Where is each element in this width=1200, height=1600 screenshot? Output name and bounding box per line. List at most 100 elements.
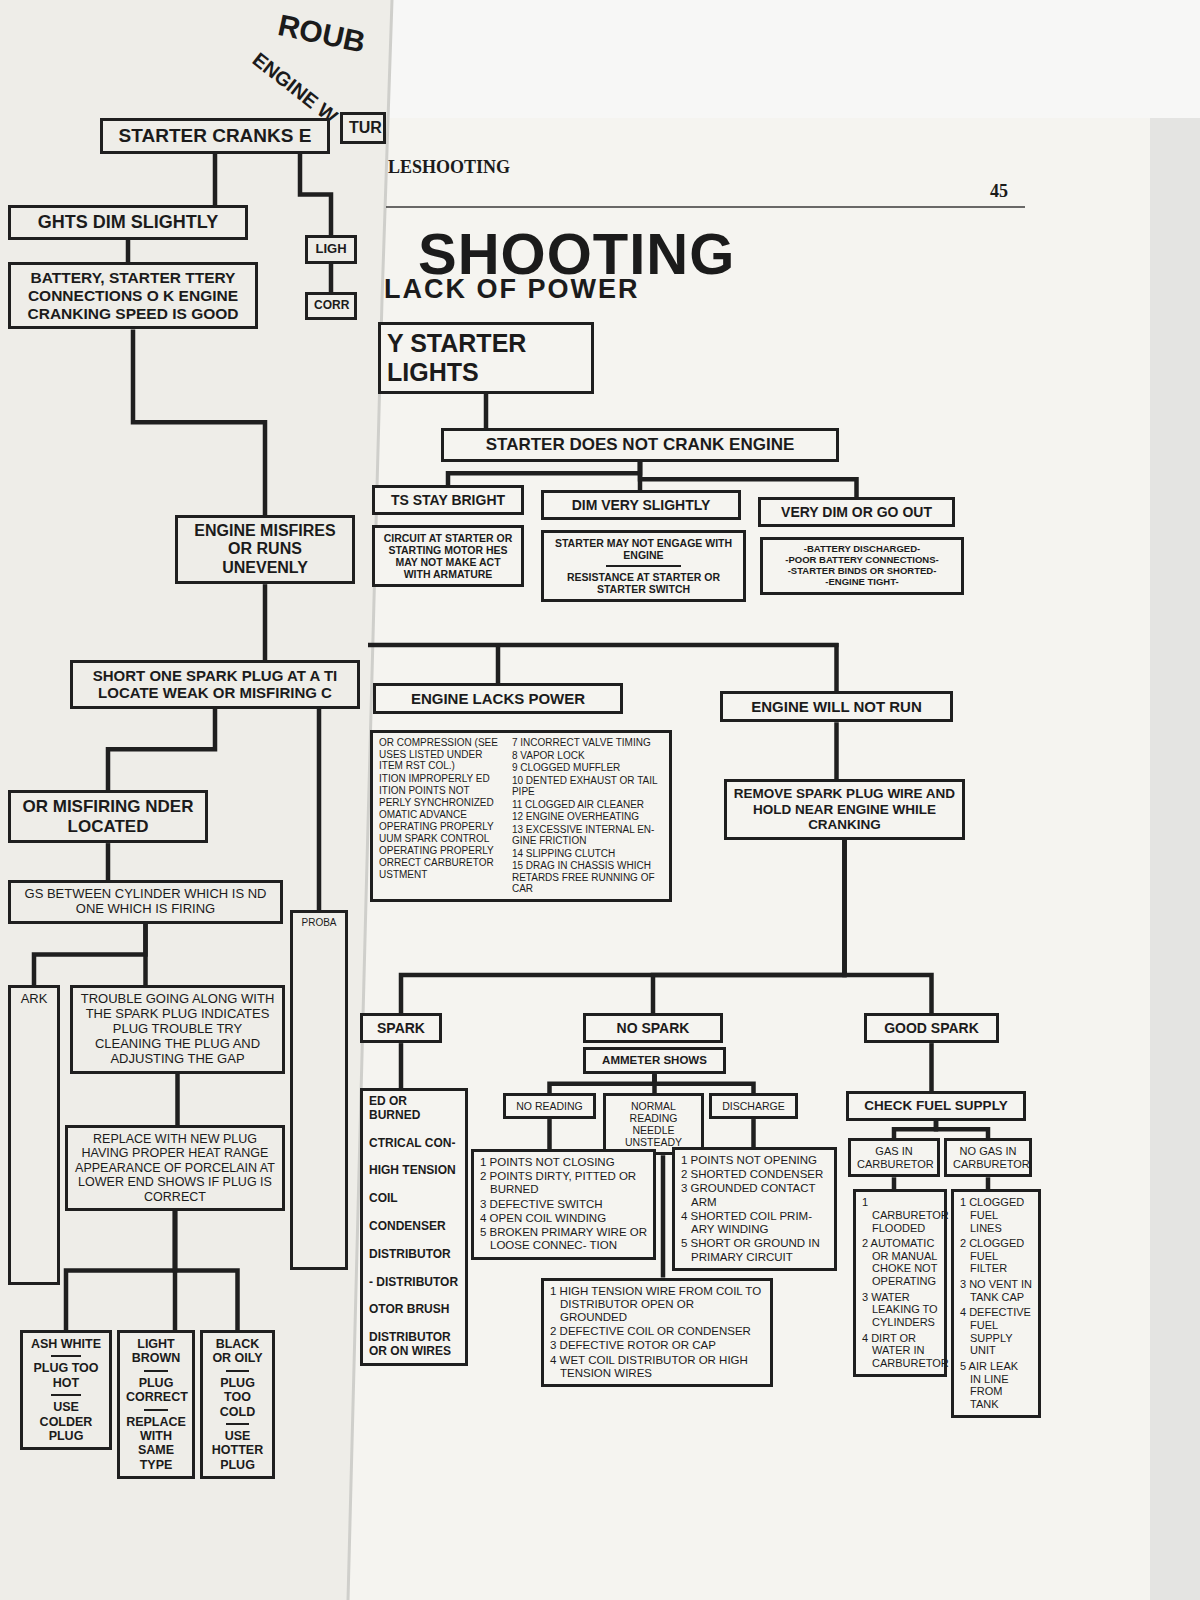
box-text: 12 ENGINE OVERHEATING [512, 811, 663, 823]
flow-connector [399, 1043, 404, 1088]
box-text: 5 BROKEN PRIMARY WIRE OR LOOSE CONNEC- T… [480, 1226, 647, 1252]
flow-connector [329, 264, 334, 292]
box-text: 13 EXCESSIVE INTERNAL EN- GINE FRICTION [512, 824, 663, 847]
trunk-line [496, 643, 501, 683]
box-text: NORMAL READING NEEDLE UNSTEADY [612, 1100, 695, 1148]
cause-list-box: 1 HIGH TENSION WIRE FROM COIL TO DISTRIB… [541, 1278, 773, 1388]
running-header: LESHOOTING [388, 157, 510, 178]
box-text: 5 SHORT OR GROUND IN PRIMARY CIRCUIT [681, 1237, 828, 1263]
step-box: OR MISFIRING NDER LOCATED [8, 790, 208, 843]
step-box: NO GAS IN CARBURETOR [944, 1138, 1032, 1177]
flow-connector [653, 840, 845, 1013]
box-text: 2 CLOGGED FUEL FILTER [960, 1237, 1032, 1275]
flow-connector [448, 462, 640, 485]
flow-connector [751, 1119, 756, 1147]
flow-connector [550, 1074, 655, 1093]
step-box: STARTER DOES NOT CRANK ENGINE [441, 428, 839, 462]
box-text: PROBA [299, 917, 339, 929]
box-text: SHORT ONE SPARK PLUG AT A TI LOCATE WEAK… [79, 667, 351, 702]
step-box: GHTS DIM SLIGHTLY [8, 205, 248, 240]
flow-connector [300, 154, 331, 235]
box-text: GS BETWEEN CYLINDER WHICH IS ND ONE WHIC… [17, 887, 274, 917]
box-text: NO READING [512, 1100, 587, 1112]
step-box: TUR [340, 112, 386, 144]
box-text: 1 HIGH TENSION WIRE FROM COIL TO DISTRIB… [550, 1285, 764, 1325]
box-text: DISTRIBUTOR [369, 1248, 459, 1262]
header-rule [386, 206, 1025, 208]
box-text: COIL [369, 1192, 459, 1206]
box-text: DIM VERY SLIGHTLY [550, 497, 732, 513]
box-text: CONDENSER [369, 1220, 459, 1234]
box-text: ITION IMPROPERLY ED [379, 773, 504, 785]
separator-rule [144, 1370, 168, 1372]
step-box: REMOVE SPARK PLUG WIRE AND HOLD NEAR ENG… [724, 779, 965, 840]
box-text: 11 CLOGGED AIR CLEANER [512, 799, 663, 811]
separator-rule [144, 1409, 168, 1411]
box-text: - DISTRIBUTOR [369, 1276, 459, 1290]
box-text: LIGH [314, 242, 348, 257]
flow-connector [655, 1074, 754, 1093]
box-text: PLUG TOO COLD [209, 1376, 266, 1419]
box-text: TUR [349, 119, 377, 137]
cause-list-box: 1 CARBURETOR FLOODED2 AUTOMATIC OR MANUA… [853, 1189, 947, 1376]
step-box: VERY DIM OR GO OUT [758, 497, 955, 527]
box-text: ED OR BURNED [369, 1095, 459, 1123]
flow-connector [834, 722, 839, 779]
box-text: -POOR BATTERY CONNECTIONS- [769, 555, 955, 566]
box-text: -ENGINE TIGHT- [769, 577, 955, 588]
separator-rule [51, 1355, 81, 1357]
box-text: GHTS DIM SLIGHTLY [17, 212, 239, 233]
flow-connector [34, 924, 146, 985]
step-box: CIRCUIT AT STARTER OR STARTING MOTOR HES… [372, 525, 524, 587]
box-text: 4 OPEN COIL WINDING [480, 1212, 647, 1225]
box-text: 1 CLOGGED FUEL LINES [960, 1196, 1032, 1234]
step-box: CORR [305, 292, 357, 320]
box-text: Y STARTER LIGHTS [387, 329, 585, 387]
box-text: TS STAY BRIGHT [381, 492, 515, 508]
box-text: 7 INCORRECT VALVE TIMING [512, 737, 663, 749]
box-text: 9 CLOGGED MUFFLER [512, 762, 663, 774]
box-text: PLUG TOO HOT [29, 1361, 103, 1390]
box-text: 2 POINTS DIRTY, PITTED OR BURNED [480, 1170, 647, 1196]
flow-connector [133, 329, 265, 515]
box-text: USE HOTTER PLUG [209, 1429, 266, 1472]
separator-rule [226, 1423, 249, 1425]
box-text: REPLACE WITH SAME TYPE [126, 1415, 186, 1473]
step-box: STARTER CRANKS E [100, 118, 330, 154]
box-text: REMOVE SPARK PLUG WIRE AND HOLD NEAR ENG… [733, 786, 956, 833]
box-text: STARTER DOES NOT CRANK ENGINE [450, 435, 830, 455]
box-text: PLUG CORRECT [126, 1376, 186, 1405]
box-text: CORR [314, 299, 348, 313]
box-text: OR COMPRESSION (SEE USES LISTED UNDER IT… [379, 737, 504, 772]
step-box: SPARK [360, 1013, 442, 1043]
left-page [0, 0, 392, 1600]
subtitle: LACK OF POWER [384, 274, 640, 305]
box-text: HIGH TENSION [369, 1164, 459, 1178]
box-text: VERY DIM OR GO OUT [767, 504, 946, 520]
cause-list-box: 1 POINTS NOT OPENING2 SHORTED CONDENSER3… [672, 1147, 837, 1271]
box-text: 1 POINTS NOT OPENING [681, 1154, 828, 1167]
box-text: 1 POINTS NOT CLOSING [480, 1156, 647, 1169]
box-text: STARTER CRANKS E [109, 125, 321, 147]
right-page [335, 118, 1150, 1600]
cause-list-box: Y STARTER LIGHTS [378, 322, 594, 394]
flow-connector [106, 843, 111, 880]
box-text: DISTRIBUTOR OR ON WIRES [369, 1331, 459, 1359]
step-box: TS STAY BRIGHT [372, 485, 524, 515]
step-box: LIGHT BROWNPLUG CORRECTREPLACE WITH SAME… [117, 1330, 195, 1479]
step-box: ENGINE MISFIRES OR RUNS UNEVENLY [175, 515, 355, 584]
box-text: ASH WHITE [29, 1337, 103, 1351]
cause-list-box: 1 CLOGGED FUEL LINES2 CLOGGED FUEL FILTE… [951, 1189, 1041, 1417]
box-text: GAS IN CARBURETOR [857, 1145, 931, 1170]
flow-connector [936, 1121, 988, 1138]
box-text: CHECK FUEL SUPPLY [855, 1098, 1017, 1114]
list-column: 7 INCORRECT VALVE TIMING8 VAPOR LOCK9 CL… [512, 737, 663, 895]
box-text: 4 DIRT OR WATER IN CARBURETOR [862, 1332, 938, 1370]
flow-connector [894, 1121, 936, 1138]
box-text: 2 SHORTED CONDENSER [681, 1168, 828, 1181]
flow-connector [892, 1177, 897, 1189]
box-text: 8 VAPOR LOCK [512, 750, 663, 762]
flow-connector [845, 840, 932, 1013]
box-text: ITION POINTS NOT PERLY SYNCHRONIZED [379, 785, 504, 808]
flow-connector [143, 924, 148, 985]
